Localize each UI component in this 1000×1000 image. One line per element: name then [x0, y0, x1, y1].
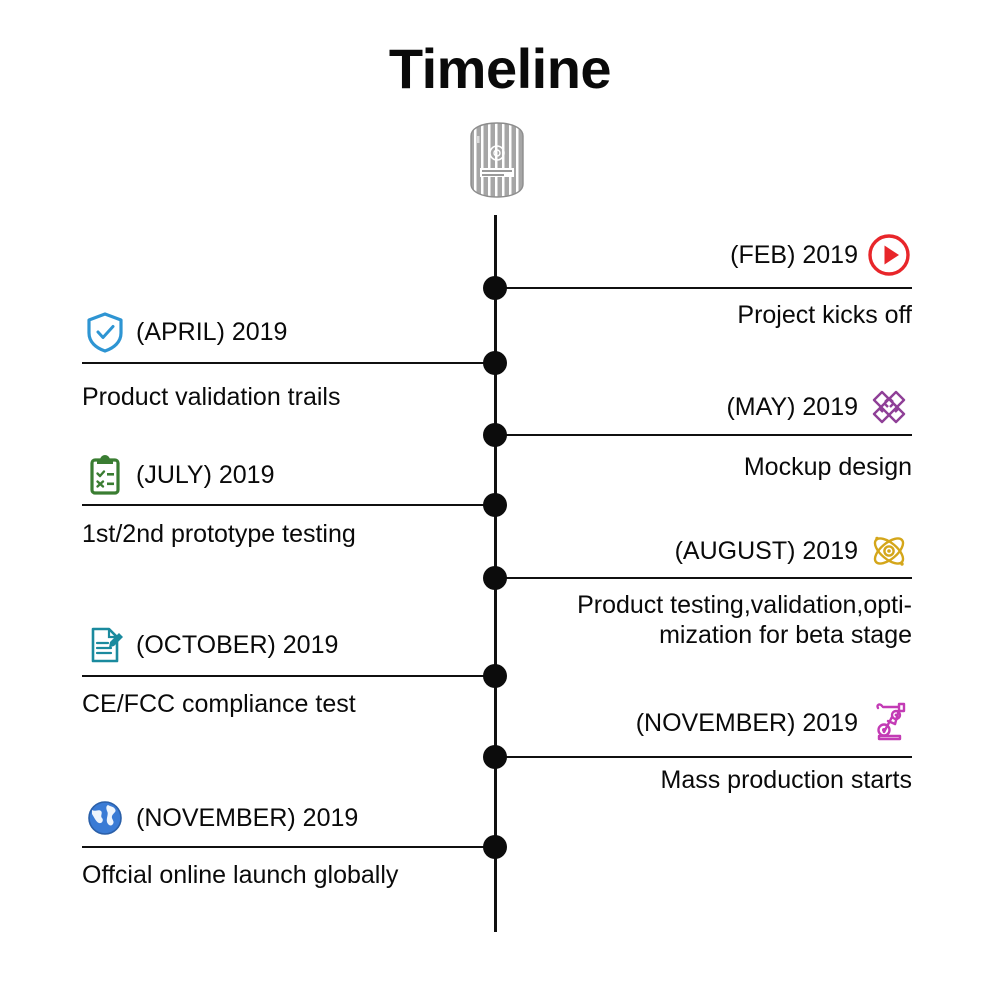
- shield-check-icon: [82, 309, 128, 355]
- timeline-entry-description: Product testing,validation,opti- mizatio…: [577, 591, 912, 649]
- timeline-entry-rule: [82, 362, 498, 364]
- timeline-dot: [483, 351, 507, 375]
- timeline-entry-rule: [496, 577, 912, 579]
- timeline-entry-date: (AUGUST) 2019: [674, 536, 858, 565]
- timeline-entry-date: (JULY) 2019: [136, 460, 275, 489]
- play-button-icon: [866, 232, 912, 278]
- timeline-entry-header: (FEB) 2019: [496, 232, 912, 278]
- timeline-entry-description: Product validation trails: [82, 383, 341, 411]
- timeline-entry-header: (OCTOBER) 2019: [82, 622, 498, 668]
- timeline-dot: [483, 664, 507, 688]
- timeline-dot: [483, 835, 507, 859]
- atom-icon: [866, 528, 912, 574]
- timeline-entry-description: 1st/2nd prototype testing: [82, 520, 356, 548]
- timeline-dot: [483, 745, 507, 769]
- timeline-entry-description: Mass production starts: [660, 766, 913, 794]
- timeline-dot: [483, 423, 507, 447]
- striped-placeholder-icon: [466, 122, 528, 198]
- robot-arm-icon: [866, 700, 912, 746]
- timeline-entry-rule: [496, 287, 912, 289]
- timeline-dot: [483, 566, 507, 590]
- page-title: Timeline: [388, 37, 612, 100]
- timeline-dot: [483, 493, 507, 517]
- clipboard-check-icon: [82, 452, 128, 498]
- timeline-entry-header: (NOVEMBER) 2019: [496, 700, 912, 746]
- timeline-entry-description: Project kicks off: [737, 301, 912, 329]
- timeline-entry-date: (NOVEMBER) 2019: [136, 803, 359, 832]
- timeline-entry-header: (AUGUST) 2019: [496, 528, 912, 574]
- timeline-entry-date: (NOVEMBER) 2019: [635, 708, 858, 737]
- timeline-entry-description: Mockup design: [743, 453, 912, 481]
- timeline-entry-date: (MAY) 2019: [726, 392, 858, 421]
- timeline-entry-date: (OCTOBER) 2019: [136, 630, 339, 659]
- timeline-entry-header: (APRIL) 2019: [82, 309, 498, 355]
- timeline-entry-date: (FEB) 2019: [730, 240, 858, 269]
- timeline-entry-description: Offcial online launch globally: [82, 861, 399, 889]
- timeline-entry-rule: [82, 504, 498, 506]
- timeline-dot: [483, 276, 507, 300]
- timeline-entry-rule: [82, 846, 498, 848]
- timeline-entry-header: (JULY) 2019: [82, 452, 498, 498]
- timeline-entry-date: (APRIL) 2019: [136, 317, 288, 346]
- document-pencil-icon: [82, 622, 128, 668]
- timeline-entry-description: CE/FCC compliance test: [82, 690, 356, 718]
- timeline-entry-rule: [496, 434, 912, 436]
- timeline-entry-header: (MAY) 2019: [496, 384, 912, 430]
- globe-icon: [82, 795, 128, 841]
- timeline-entry-rule: [496, 756, 912, 758]
- timeline-entry-header: (NOVEMBER) 2019: [82, 795, 498, 841]
- ruler-pencil-icon: [866, 384, 912, 430]
- timeline-entry-rule: [82, 675, 498, 677]
